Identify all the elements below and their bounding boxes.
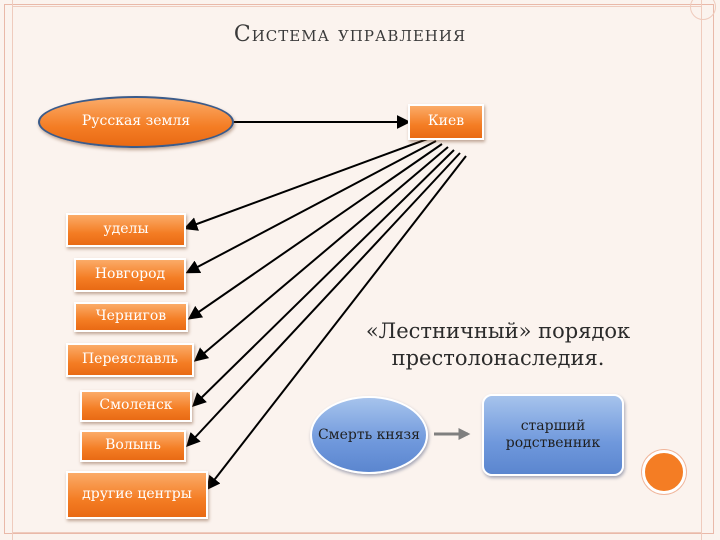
arrow-kiev-to-pereyaslavl [193,146,449,362]
slide-inner-frame [12,0,702,540]
top-rule [12,6,702,7]
arrow-kiev-to-udely [183,137,431,231]
node-udely: уделы [66,213,186,247]
node-elder-relative: старший родственник [482,394,624,476]
node-russian-land: Русская земля [38,96,234,148]
succession-note: «Лестничный» порядок престолонаследия. [365,319,631,371]
node-volyn: Волынь [80,430,186,462]
node-smolensk: Смоленск [80,390,192,422]
arrow-kiev-to-other-centers [206,155,467,491]
slide-frame [4,4,714,534]
arrow-kiev-to-novgorod [185,140,437,274]
arrow-kiev-to-chernigov [187,143,443,320]
node-chernigov: Чернигов [74,302,188,332]
slide-title: Система управления [233,22,467,47]
node-kiev: Киев [408,104,484,140]
arrow-kiev-to-volyn [186,152,461,448]
node-pereyaslavl: Переяславль [66,343,194,377]
bottom-rule [12,532,702,533]
orange-circle-decoration [642,450,686,494]
corner-circle-decoration [690,0,716,20]
node-prince-death: Смерть князя [310,396,428,474]
arrow-kiev-to-smolensk [192,149,455,407]
node-other-centers: другие центры [66,471,208,519]
node-novgorod: Новгород [74,258,186,292]
